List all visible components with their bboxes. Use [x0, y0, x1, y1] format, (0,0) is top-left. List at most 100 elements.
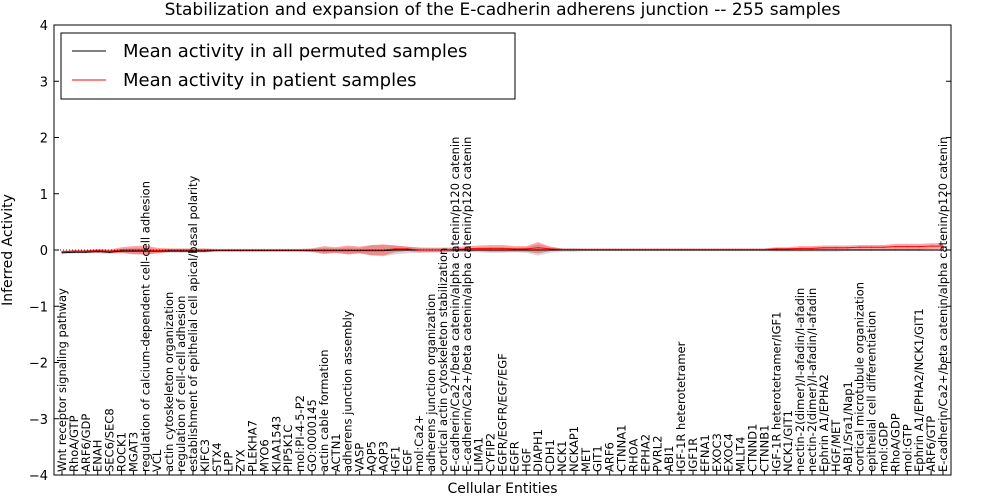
legend-label-permuted: Mean activity in all permuted samples: [123, 41, 467, 62]
x-category-label: regulation of cell-cell adhesion: [174, 296, 188, 472]
data-point: [775, 249, 777, 251]
x-category-label: Ephrin A1/EPHA2: [817, 374, 831, 472]
x-category-label: SEC6/SEC8: [103, 408, 117, 472]
data-point: [466, 248, 468, 250]
data-point: [835, 249, 837, 251]
y-tick-label: −2: [29, 357, 48, 372]
y-axis-label: Inferred Activity: [0, 194, 16, 306]
x-category-label: nectin-2(dimer)/I-afadin/I-afadin: [805, 288, 819, 472]
x-category-label: HGF/MET: [829, 419, 843, 472]
x-category-label: NCK1: [555, 441, 569, 473]
data-point: [489, 247, 492, 249]
x-category-label: EFNA1: [698, 434, 712, 472]
data-point: [870, 249, 873, 251]
x-category-label: mol:GDP: [876, 422, 890, 472]
x-category-label: GIT1: [591, 445, 605, 472]
x-category-label: VCL: [150, 449, 164, 472]
data-point: [501, 249, 504, 251]
x-category-label: ENAH: [91, 440, 105, 472]
legend-box: [60, 32, 516, 100]
data-point: [109, 251, 111, 253]
x-category-label: ABI1: [662, 446, 676, 472]
x-category-label: CDH1: [543, 439, 557, 472]
x-category-label: KIFC3: [198, 439, 212, 472]
x-category-label: AQP5: [365, 441, 379, 472]
data-point: [513, 249, 516, 251]
data-point: [359, 249, 361, 251]
data-point: [823, 249, 825, 251]
y-tick-label: 2: [40, 132, 48, 147]
data-point: [835, 247, 837, 249]
x-category-label: mol:Ca2+: [412, 415, 426, 472]
x-category-label: DIAPH1: [531, 429, 545, 472]
x-category-label: IGF1: [388, 446, 402, 472]
x-category-label: NCK1/GIT1: [781, 410, 795, 472]
data-point: [847, 249, 849, 251]
x-category-label: RHOA: [626, 439, 640, 472]
x-category-label: HGF: [519, 448, 533, 472]
data-point: [787, 249, 789, 251]
x-category-label: IGF1R: [686, 438, 700, 472]
data-point: [168, 250, 170, 252]
data-point: [513, 248, 516, 250]
x-category-label: ACTN1: [329, 433, 343, 472]
x-category-label: adherens junction organization: [424, 294, 438, 472]
data-point: [882, 246, 885, 248]
x-category-label: actin cytoskeleton organization: [162, 292, 176, 472]
data-point: [478, 249, 480, 251]
x-category-label: ROCK1: [115, 432, 129, 472]
data-point: [847, 247, 849, 249]
data-point: [454, 248, 456, 251]
x-category-label: establishment of epithelial cell apical/…: [186, 176, 200, 472]
data-point: [418, 249, 420, 251]
data-point: [799, 247, 801, 249]
data-point: [97, 249, 99, 252]
data-point: [406, 248, 408, 250]
x-category-label: epithelial cell differentiation: [865, 311, 879, 472]
chart-title: Stabilization and expansion of the E-cad…: [165, 0, 841, 20]
category-labels: Wnt receptor signaling pathwayRhoA/GTPAR…: [55, 137, 950, 475]
x-category-label: VASP: [353, 443, 367, 472]
x-category-label: EGF: [400, 449, 414, 472]
data-point: [430, 249, 432, 251]
data-point: [73, 251, 75, 253]
data-point: [859, 246, 861, 248]
x-category-label: ARF6: [603, 442, 617, 472]
data-point: [799, 249, 801, 251]
x-category-label: EXOC4: [722, 433, 736, 472]
x-category-label: nectin-2(dimer)/I-afadin/I-afadin: [793, 288, 807, 472]
y-tick-label: −4: [29, 469, 48, 484]
x-category-label: STX4: [210, 442, 224, 472]
x-category-label: RhoA/GDP: [888, 413, 902, 472]
data-point: [549, 248, 551, 250]
data-point: [61, 251, 63, 253]
data-point: [811, 249, 813, 251]
data-point: [478, 247, 480, 249]
x-category-label: LPP: [222, 452, 236, 472]
x-category-label: AQP3: [376, 441, 390, 472]
data-point: [192, 250, 194, 252]
y-tick-label: 1: [40, 188, 48, 203]
data-point: [775, 248, 777, 250]
data-point: [501, 247, 504, 249]
data-point: [85, 251, 87, 253]
x-category-label: MGAT3: [126, 432, 140, 472]
x-category-label: ARF6/GTP: [924, 416, 938, 472]
data-point: [394, 248, 396, 250]
data-point: [120, 250, 123, 252]
x-category-label: ABI1/Sra1/Nap1: [841, 381, 855, 472]
x-category-label: Ephrin A1/EPHA2/NCK1/GIT1: [912, 308, 926, 472]
data-point: [132, 250, 135, 252]
data-point: [751, 248, 754, 251]
series-lines: [61, 245, 944, 254]
x-category-label: actin cable formation: [317, 349, 331, 472]
x-category-label: PLEKHA7: [245, 420, 259, 472]
data-point: [859, 249, 861, 251]
data-point: [525, 248, 527, 250]
x-category-label: Wnt receptor signaling pathway: [55, 288, 69, 472]
plot-frame: [53, 24, 952, 476]
data-point: [787, 248, 789, 250]
data-point: [406, 249, 408, 251]
data-point: [870, 246, 873, 248]
x-category-label: CTNNA1: [615, 425, 629, 472]
